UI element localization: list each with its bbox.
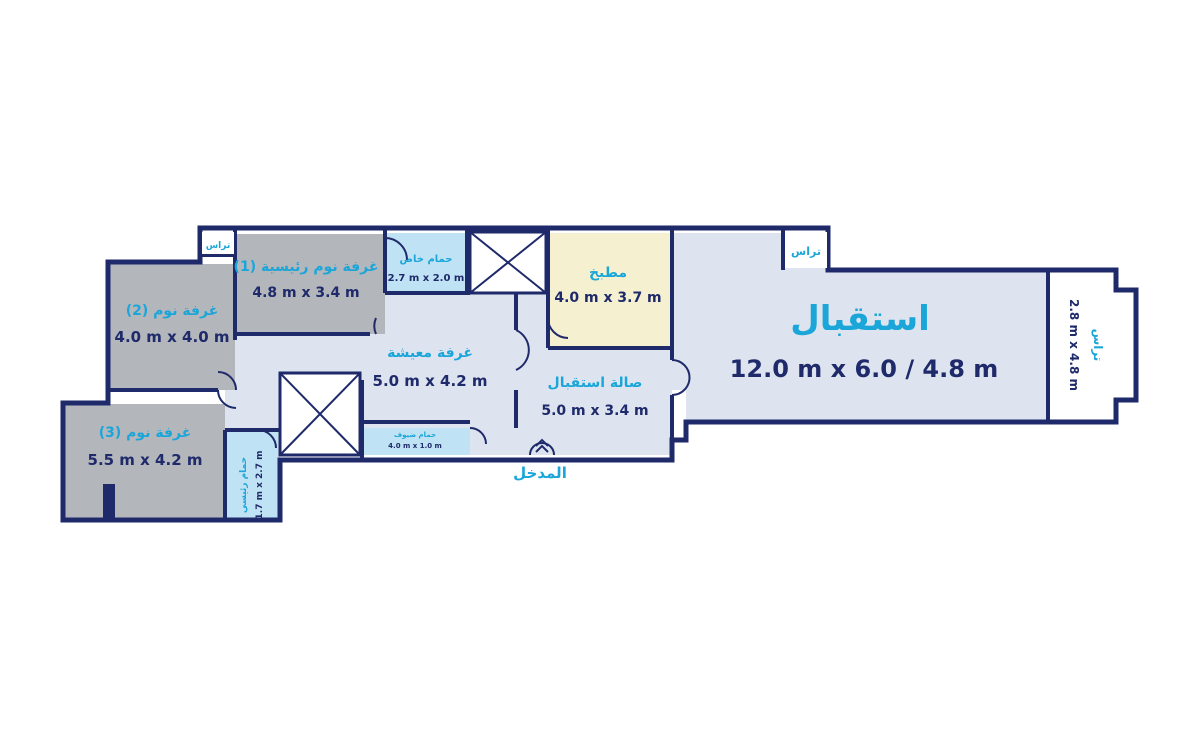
terrace-right-dim: 2.8 m x 4.8 m bbox=[1067, 299, 1081, 391]
master-bedroom-area bbox=[235, 234, 385, 334]
kitchen-name: مطبخ bbox=[589, 265, 627, 281]
main-bath-dim: 1.7 m x 2.7 m bbox=[255, 451, 265, 520]
master-bedroom-dim: 4.8 m x 3.4 m bbox=[252, 285, 359, 301]
master-bedroom-name: غرفة نوم رئيسية (1) bbox=[234, 259, 379, 275]
bedroom-2-name: غرفة نوم (2) bbox=[126, 303, 219, 319]
bedroom-2-dim: 4.0 m x 4.0 m bbox=[115, 328, 230, 346]
terrace-right-area bbox=[1048, 272, 1118, 420]
terrace-small-right-box bbox=[785, 232, 827, 268]
guest-bath-dim: 4.0 m x 1.0 m bbox=[388, 442, 442, 450]
bedroom-2-area bbox=[108, 264, 235, 390]
kitchen-dim: 4.0 m x 3.7 m bbox=[554, 290, 661, 306]
kitchen-area bbox=[548, 233, 672, 348]
living-dim: 5.0 m x 4.2 m bbox=[373, 372, 488, 390]
terrace-small-left-box bbox=[202, 232, 234, 254]
closet bbox=[103, 484, 115, 518]
bedroom-3-name: غرفة نوم (3) bbox=[99, 425, 192, 441]
guest-bath-area bbox=[362, 428, 470, 455]
reception-area bbox=[672, 233, 1048, 420]
shaft-bottom bbox=[278, 371, 362, 457]
guest-bath-name: حمام ضيوف bbox=[394, 431, 436, 439]
terrace-small-right-name: تراس bbox=[791, 245, 821, 258]
terrace-right-name: تراس bbox=[1091, 329, 1105, 362]
living-name: غرفة معيشة bbox=[387, 345, 473, 361]
reception-dim: 12.0 m x 6.0 / 4.8 m bbox=[730, 355, 999, 383]
bedroom-3-dim: 5.5 m x 4.2 m bbox=[88, 451, 203, 469]
private-bath-dim: 2.7 m x 2.0 m bbox=[388, 273, 465, 284]
shaft-top bbox=[468, 230, 548, 295]
main-bath-name: حمام رئيسي bbox=[239, 457, 249, 513]
main-bath-area bbox=[225, 432, 278, 520]
hall-name: صالة استقبال bbox=[548, 375, 643, 391]
terrace-small-left-name: تراس bbox=[206, 241, 230, 251]
private-bath-name: حمام خاص bbox=[400, 254, 453, 265]
hall-dim: 5.0 m x 3.4 m bbox=[541, 403, 648, 419]
reception-name: استقبال bbox=[790, 299, 930, 339]
bedroom-3-area bbox=[63, 404, 225, 520]
entrance-label: المدخل bbox=[513, 464, 567, 482]
